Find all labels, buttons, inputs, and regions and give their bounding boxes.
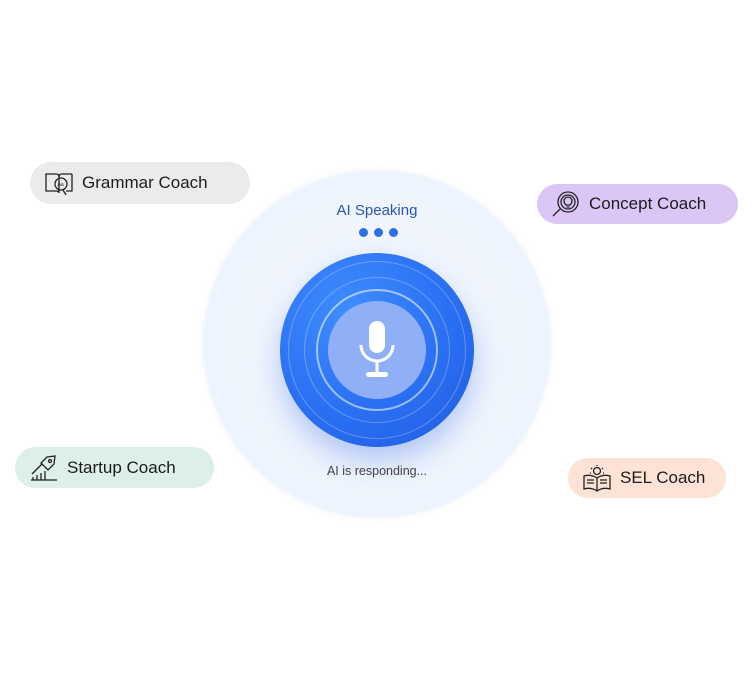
sel-coach-label: SEL Coach: [620, 468, 706, 487]
ai-speaking-title: AI Speaking: [336, 202, 418, 219]
concept-coach-pill[interactable]: Concept Coach: [537, 184, 738, 224]
pulse-ring: [288, 261, 466, 439]
open-book-idea-icon: [583, 465, 611, 492]
startup-coach-pill[interactable]: Startup Coach: [15, 447, 214, 488]
sel-coach-pill[interactable]: SEL Coach: [568, 458, 726, 498]
rocket-chart-icon: [31, 454, 57, 481]
book-magnifier-icon: Aa: [45, 173, 73, 196]
pulse-ring: [304, 277, 450, 423]
mic-core: [328, 301, 426, 399]
responding-status: AI is responding...: [326, 464, 428, 478]
svg-text:Aa: Aa: [58, 182, 64, 188]
microphone-icon: [359, 321, 395, 377]
pulse-ring: [316, 289, 438, 411]
concept-coach-label: Concept Coach: [589, 194, 707, 213]
microphone-button[interactable]: [280, 253, 474, 447]
grammar-coach-pill[interactable]: Aa Grammar Coach: [30, 162, 250, 204]
grammar-coach-label: Grammar Coach: [82, 173, 208, 192]
typing-dots-indicator: [359, 228, 398, 237]
lightbulb-magnifier-icon: [552, 191, 579, 217]
startup-coach-label: Startup Coach: [67, 457, 176, 477]
